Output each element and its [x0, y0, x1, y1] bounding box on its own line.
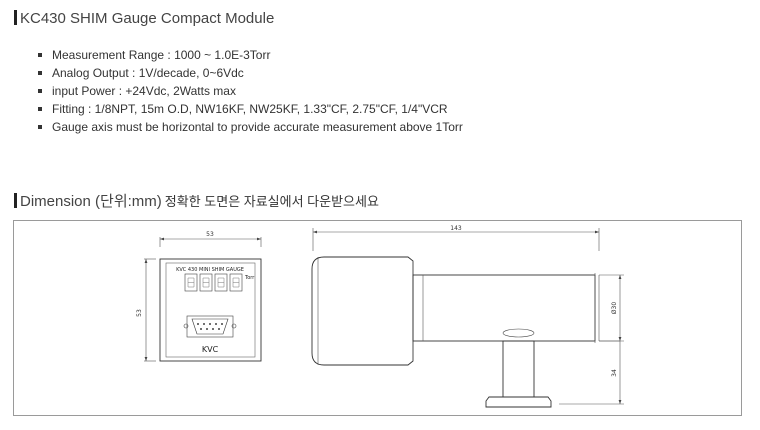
spec-list: Measurement Range : 1000 ~ 1.0E-3Torr An… — [36, 46, 463, 136]
front-view — [144, 237, 262, 362]
gauge-flange — [485, 396, 552, 408]
gauge-head-body — [311, 256, 414, 366]
gauge-tube — [412, 274, 596, 342]
dimension-heading-text: Dimension (단위:mm) — [20, 193, 162, 210]
side-length-label: 143 — [450, 225, 462, 232]
front-width-label: 53 — [206, 231, 214, 238]
side-stem-label: 34 — [611, 369, 618, 377]
panel-unit-label: Torr — [244, 275, 255, 281]
spec-analog-output: Analog Output : 1V/decade, 0~6Vdc — [36, 64, 463, 82]
side-diameter-label: Ø30 — [611, 302, 618, 315]
page-title-text: KC430 SHIM Gauge Compact Module — [20, 10, 275, 27]
front-panel — [159, 258, 262, 362]
dsub-connector-icon — [191, 318, 229, 335]
dimension-drawing-frame: 53 53 KVC 430 MINI SHIM GAUGE Torr KVC 1… — [13, 220, 742, 416]
panel-model-label: KVC 430 MINI SHIM GAUGE — [176, 267, 244, 273]
side-view — [311, 228, 624, 408]
front-height-label: 53 — [136, 309, 143, 317]
dimension-heading: Dimension (단위:mm)정확한 도면은 자료실에서 다운받으세요 — [14, 190, 379, 211]
page-title: KC430 SHIM Gauge Compact Module — [14, 10, 274, 27]
spec-input-power: input Power : +24Vdc, 2Watts max — [36, 82, 463, 100]
panel-brand-logo: KVC — [202, 345, 219, 354]
dimension-bar-marker — [14, 193, 17, 208]
dimension-drawing: 53 53 KVC 430 MINI SHIM GAUGE Torr KVC 1… — [136, 225, 624, 408]
dimension-download-note: 정확한 도면은 자료실에서 다운받으세요 — [164, 194, 379, 209]
spec-gauge-axis-note: Gauge axis must be horizontal to provide… — [36, 118, 463, 136]
spec-fitting: Fitting : 1/8NPT, 15m O.D, NW16KF, NW25K… — [36, 100, 463, 118]
gauge-stem — [502, 340, 535, 398]
spec-measurement-range: Measurement Range : 1000 ~ 1.0E-3Torr — [36, 46, 463, 64]
title-bar-marker — [14, 10, 17, 25]
